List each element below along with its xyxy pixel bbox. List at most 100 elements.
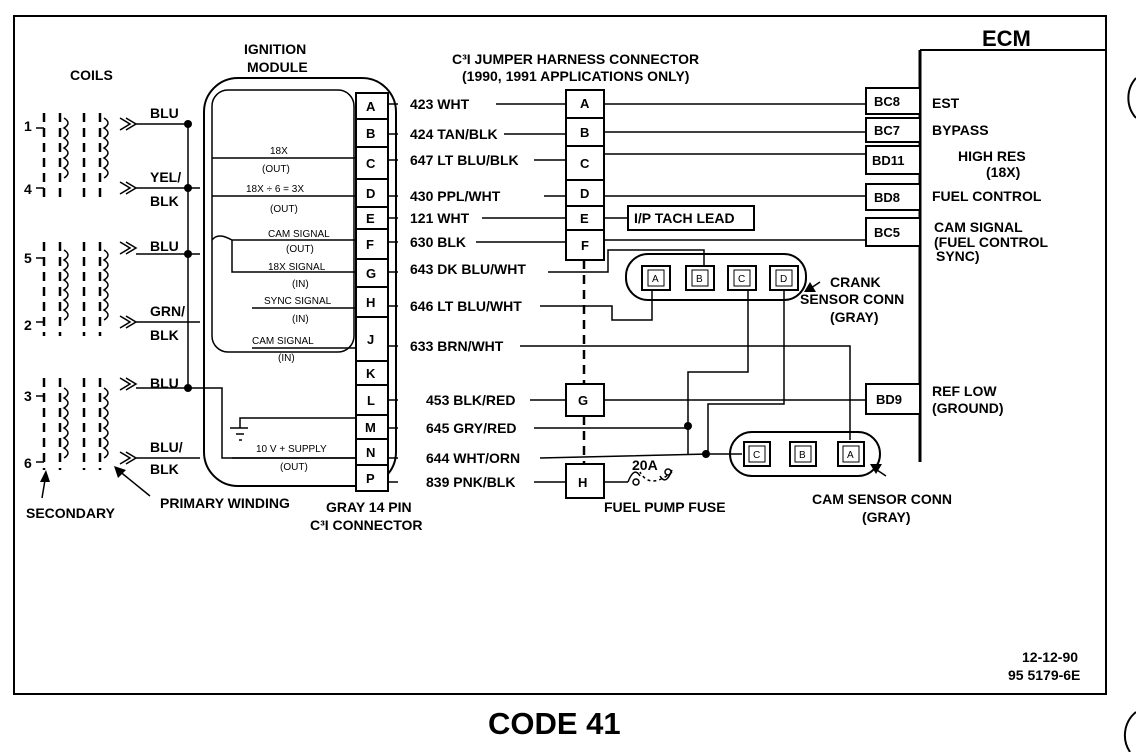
wire-647: 647 LT BLU/BLK	[410, 152, 519, 168]
pin-c: C	[366, 156, 376, 171]
cam-sensor-pins	[743, 441, 865, 467]
pin-g: G	[366, 266, 376, 281]
pin-j: J	[367, 332, 374, 347]
connector-label-line1: GRAY 14 PIN	[326, 499, 412, 515]
wire-430: 430 PPL/WHT	[410, 188, 501, 204]
secondary-label: SECONDARY	[26, 505, 116, 521]
jumper-pin-b: B	[580, 125, 589, 140]
coil-number-6: 6	[24, 455, 32, 471]
primary-winding-label: PRIMARY WINDING	[160, 495, 290, 511]
pin-k: K	[366, 366, 376, 381]
ecm-label-high-res-1: HIGH RES	[958, 148, 1026, 164]
pin-m: M	[365, 420, 376, 435]
crank-label-line3: (GRAY)	[830, 309, 879, 325]
cam-pin-b: B	[799, 450, 806, 461]
crank-pin-a: A	[652, 274, 659, 285]
coil-number-1: 1	[24, 118, 32, 134]
coil-number-3: 3	[24, 388, 32, 404]
signal-18x-in-top: 18X SIGNAL	[268, 262, 326, 273]
signal-cam-out-bottom: (OUT)	[286, 244, 314, 255]
coil-wire-yel: YEL/	[150, 169, 181, 185]
ecm-label-ref-low-2: (GROUND)	[932, 400, 1004, 416]
jumper-connector	[565, 89, 605, 499]
coil-3-6	[36, 377, 138, 470]
signal-cam-in-bottom: (IN)	[278, 353, 295, 364]
coil-wire-blk-3: BLK	[150, 461, 179, 477]
ecm-pin-bc7: BC7	[874, 123, 900, 138]
signal-18x-bottom: (OUT)	[262, 164, 290, 175]
wire-453: 453 BLK/RED	[426, 392, 515, 408]
wire-643: 643 DK BLU/WHT	[410, 261, 526, 277]
signal-sync-top: SYNC SIGNAL	[264, 296, 332, 307]
signal-supply-bottom: (OUT)	[280, 462, 308, 473]
pin-b: B	[366, 126, 375, 141]
coil-pack	[36, 113, 356, 499]
pin-n: N	[366, 445, 375, 460]
wire-423: 423 WHT	[410, 96, 470, 112]
wire-644: 644 WHT/ORN	[426, 450, 520, 466]
tach-lead-box	[627, 205, 755, 231]
module-internal-lines	[211, 157, 356, 459]
wire-424: 424 TAN/BLK	[410, 126, 498, 142]
pin-h: H	[366, 295, 375, 310]
cam-pin-c: C	[753, 450, 760, 461]
jumper-pin-d: D	[580, 186, 589, 201]
ecm-pins	[865, 87, 921, 415]
coil-wire-grn: GRN/	[150, 303, 185, 319]
diagram-frame	[13, 15, 1107, 695]
ignition-module-inner	[211, 89, 355, 353]
crank-label-line2: SENSOR CONN	[800, 291, 904, 307]
coil-wire-blu-2: BLU	[150, 238, 179, 254]
signal-supply-top: 10 V + SUPPLY	[256, 444, 327, 455]
ecm-pin-bd9: BD9	[876, 392, 902, 407]
coil-5-2	[36, 241, 138, 336]
crank-sensor-pins	[641, 265, 799, 291]
pin-p: P	[366, 471, 375, 486]
wire-633: 633 BRN/WHT	[410, 338, 504, 354]
coil-number-4: 4	[24, 181, 32, 197]
pin-f: F	[366, 237, 374, 252]
wire-630: 630 BLK	[410, 234, 466, 250]
ecm-pin-bd8: BD8	[874, 190, 900, 205]
crank-pin-c: C	[738, 274, 745, 285]
ecm-label-cam-signal-2: (FUEL CONTROL	[934, 234, 1049, 250]
coil-wire-blk-1: BLK	[150, 193, 179, 209]
part-number: 95 5179-6E	[1008, 667, 1080, 683]
tach-lead-label: I/P TACH LEAD	[634, 210, 735, 226]
wire-645: 645 GRY/RED	[426, 420, 517, 436]
wire-839: 839 PNK/BLK	[426, 474, 515, 490]
wire-646: 646 LT BLU/WHT	[410, 298, 522, 314]
jumper-pin-e: E	[580, 211, 589, 226]
jumper-pin-c: C	[580, 156, 590, 171]
binder-hole-bottom	[1123, 711, 1136, 752]
ignition-module-outline	[203, 77, 397, 487]
c3i-connector	[355, 92, 389, 492]
cam-label-line2: (GRAY)	[862, 509, 911, 525]
ecm-label-est: EST	[932, 95, 960, 111]
signal-cam-out-top: CAM SIGNAL	[268, 229, 330, 240]
ecm-title: ECM	[982, 26, 1031, 51]
pin-l: L	[367, 393, 375, 408]
module-title-line1: IGNITION	[244, 41, 306, 57]
ecm-pin-bd11: BD11	[872, 153, 905, 168]
crank-pin-d: D	[780, 274, 787, 285]
jumper-pin-g: G	[578, 393, 588, 408]
coil-1-4	[36, 113, 138, 200]
coil-number-2: 2	[24, 317, 32, 333]
jumper-pin-f: F	[581, 238, 589, 253]
signal-18x-in-bottom: (IN)	[292, 279, 309, 290]
signal-3x-bottom: (OUT)	[270, 204, 298, 215]
ecm-label-bypass: BYPASS	[932, 122, 989, 138]
signal-3x-top: 18X ÷ 6 = 3X	[246, 184, 304, 195]
fuse-rating: 20A	[632, 457, 658, 473]
wire-121: 121 WHT	[410, 210, 470, 226]
coils-heading: COILS	[70, 67, 113, 83]
module-title-line2: MODULE	[247, 59, 308, 75]
jumper-pin-a: A	[580, 96, 590, 111]
connector-label-line2: C³I CONNECTOR	[310, 517, 423, 533]
coil-wire-blu-3: BLU	[150, 375, 179, 391]
pin-a: A	[366, 99, 376, 114]
ecm-label-cam-signal-1: CAM SIGNAL	[934, 219, 1023, 235]
ecm-label-ref-low-1: REF LOW	[932, 383, 997, 399]
